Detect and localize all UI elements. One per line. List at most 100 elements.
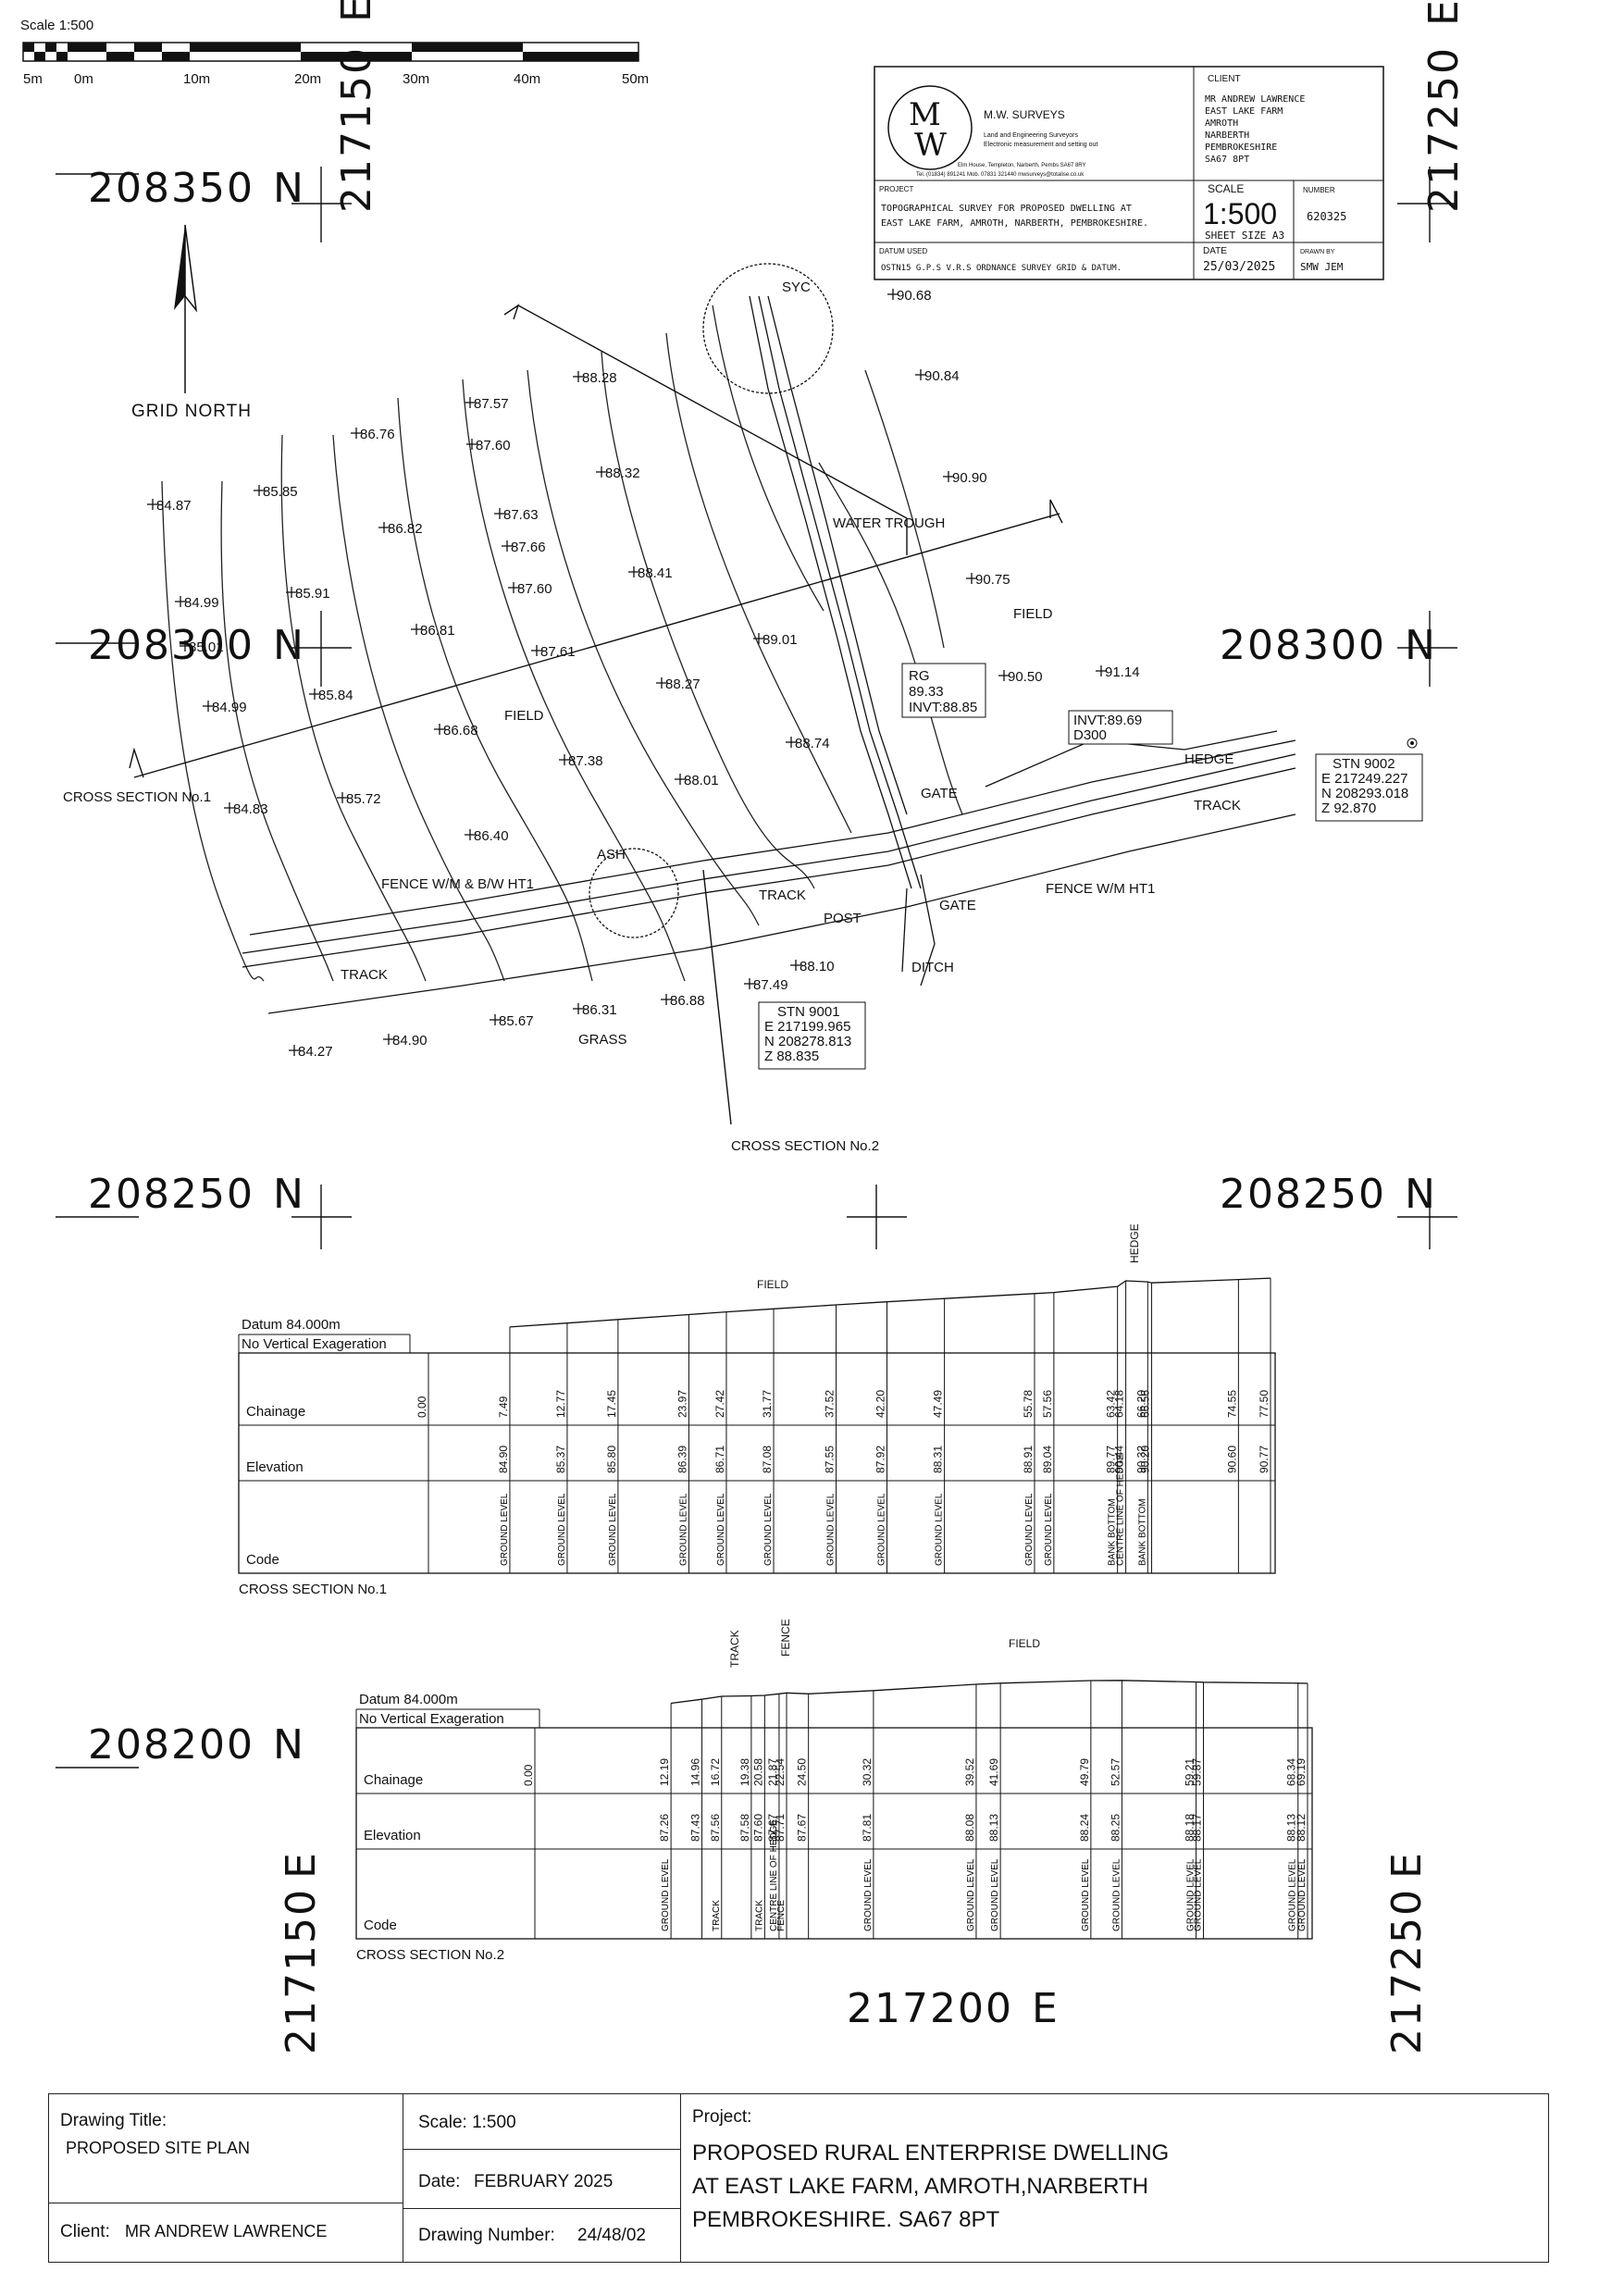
svg-text:W: W xyxy=(914,127,947,164)
date-value: FEBRUARY 2025 xyxy=(474,2172,614,2191)
scale-label: SCALE xyxy=(1208,182,1244,195)
chainage-value: 17.45 xyxy=(605,1390,618,1418)
spot-level: 86.81 xyxy=(411,623,455,639)
sheet-size: SHEET SIZE A3 xyxy=(1205,230,1284,242)
spot-level-value: 90.84 xyxy=(924,368,960,384)
number-value: 620325 xyxy=(1307,210,1346,223)
chainage-value: 41.69 xyxy=(987,1758,1000,1786)
scale-tick: 50m xyxy=(622,71,649,87)
elevation-value: 84.90 xyxy=(497,1446,510,1473)
map-label: SYC xyxy=(782,279,811,295)
chainage-value: 49.79 xyxy=(1078,1758,1091,1786)
site-plan-drawing: Scale 1:500 5m 0m 10m 20m 30m 40m 50m GR… xyxy=(20,0,1468,2054)
cs-row-label: Elevation xyxy=(246,1459,304,1475)
code-value: GROUND LEVEL xyxy=(661,1858,671,1931)
road-gully-box: RG 89.33 INVT:88.85 xyxy=(901,663,986,718)
chainage-value: 39.52 xyxy=(963,1758,976,1786)
chainage-value: 68.34 xyxy=(1285,1758,1298,1786)
spot-level: 87.66 xyxy=(502,540,546,555)
elevation-value: 87.55 xyxy=(824,1446,837,1473)
station-level: Z 88.835 xyxy=(764,1049,819,1064)
company-address: Elm House, Templeton, Narberth, Pembs SA… xyxy=(958,163,1086,168)
station-9001: STN 9001 E 217199.965 N 208278.813 Z 88.… xyxy=(758,1001,866,1070)
spot-level: 90.90 xyxy=(943,470,987,486)
code-value: GROUND LEVEL xyxy=(1288,1858,1298,1931)
code-value: GROUND LEVEL xyxy=(990,1858,1000,1931)
title-block: Drawing Title: PROPOSED SITE PLAN Client… xyxy=(48,2093,1549,2263)
cs-datum: Datum 84.000m xyxy=(242,1317,341,1333)
spot-level-value: 88.74 xyxy=(795,736,830,751)
cs-row-label: Elevation xyxy=(364,1828,421,1843)
code-value: GROUND LEVEL xyxy=(678,1493,688,1566)
spot-level: 85.01 xyxy=(180,639,224,655)
spot-level: 88.10 xyxy=(790,959,835,974)
chainage-value: 64.18 xyxy=(1113,1390,1126,1418)
map-label: HEDGE xyxy=(1184,751,1233,767)
spot-level: 84.87 xyxy=(147,498,192,514)
code-value: GROUND LEVEL xyxy=(716,1493,726,1566)
chainage-value: 63.42 xyxy=(1105,1390,1118,1418)
elevation-value: 85.37 xyxy=(554,1446,567,1473)
spot-level: 88.27 xyxy=(656,676,700,692)
northing-suffix: N xyxy=(273,622,305,669)
map-label: FIELD xyxy=(1013,606,1053,622)
chainage-value: 31.77 xyxy=(761,1390,774,1418)
spot-level-value: 88.27 xyxy=(665,676,700,692)
chainage-value: 0.00 xyxy=(522,1764,535,1786)
elevation-value: 88.25 xyxy=(1109,1814,1122,1842)
chainage-value: 24.50 xyxy=(796,1758,809,1786)
station-level: Z 92.870 xyxy=(1321,800,1376,816)
spot-level: 87.49 xyxy=(744,977,788,993)
spot-level: 90.75 xyxy=(966,572,1010,588)
easting-suffix: E xyxy=(1383,1851,1431,1879)
spot-level: 87.57 xyxy=(465,396,509,412)
spot-level: 84.27 xyxy=(289,1044,333,1060)
code-value: GROUND LEVEL xyxy=(763,1493,774,1566)
cs-row-label: Chainage xyxy=(364,1772,423,1788)
northing-suffix: N xyxy=(273,165,305,212)
company-sub2: Electronic measurement and setting out xyxy=(984,142,1097,148)
spot-level-value: 88.01 xyxy=(684,773,719,788)
spot-level-value: 86.82 xyxy=(388,521,423,537)
code-value: GROUND LEVEL xyxy=(1044,1493,1054,1566)
code-value: GROUND LEVEL xyxy=(826,1493,837,1566)
northing-label: 208250 xyxy=(1220,1171,1386,1218)
code-value: GROUND LEVEL xyxy=(935,1493,945,1566)
drawn-label: DRAWN BY xyxy=(1300,249,1335,255)
elevation-value: 87.67 xyxy=(766,1814,779,1842)
code-value: BANK BOTTOM xyxy=(1137,1498,1147,1566)
chainage-value: 66.56 xyxy=(1139,1390,1152,1418)
chainage-value: 66.20 xyxy=(1134,1390,1147,1418)
project-line: AT EAST LAKE FARM, AMROTH,NARBERTH xyxy=(692,2174,1148,2199)
spot-level-value: 88.10 xyxy=(800,959,835,974)
chainage-value: 59.87 xyxy=(1191,1758,1204,1786)
easting-label: 217150 xyxy=(278,1888,325,2054)
map-label: FENCE W/M HT1 xyxy=(1046,881,1155,897)
drain-dia: D300 xyxy=(1073,727,1107,743)
project-line: PROPOSED RURAL ENTERPRISE DWELLING xyxy=(692,2141,1170,2166)
project-line: PEMBROKESHIRE. SA67 8PT xyxy=(692,2207,1000,2232)
chainage-value: 0.00 xyxy=(415,1396,428,1418)
spot-level: 88.01 xyxy=(675,773,719,788)
spot-level-value: 86.31 xyxy=(582,1002,617,1018)
map-label: ASH xyxy=(597,847,626,863)
spot-level-value: 84.99 xyxy=(184,595,219,611)
easting-suffix: E xyxy=(1420,0,1468,26)
chainage-value: 74.55 xyxy=(1225,1390,1238,1418)
easting-suffix: E xyxy=(278,1851,325,1879)
spot-level: 90.50 xyxy=(998,669,1043,685)
boundaries xyxy=(242,263,1296,1014)
cross-section-2-marker: CROSS SECTION No.2 xyxy=(731,1138,879,1154)
map-label: TRACK xyxy=(341,967,388,983)
spot-level: 85.84 xyxy=(309,688,353,703)
spot-level: 87.60 xyxy=(508,581,552,597)
map-label: TRACK xyxy=(759,887,806,903)
spot-level-value: 87.66 xyxy=(511,540,546,555)
scale-tick: 0m xyxy=(74,71,93,87)
spot-level-value: 86.81 xyxy=(420,623,455,639)
scale-tick: 20m xyxy=(294,71,321,87)
rg-label: RG xyxy=(909,668,930,684)
code-value: FENCE xyxy=(776,1900,787,1931)
drain-invert: INVT:89.69 xyxy=(1073,713,1142,728)
